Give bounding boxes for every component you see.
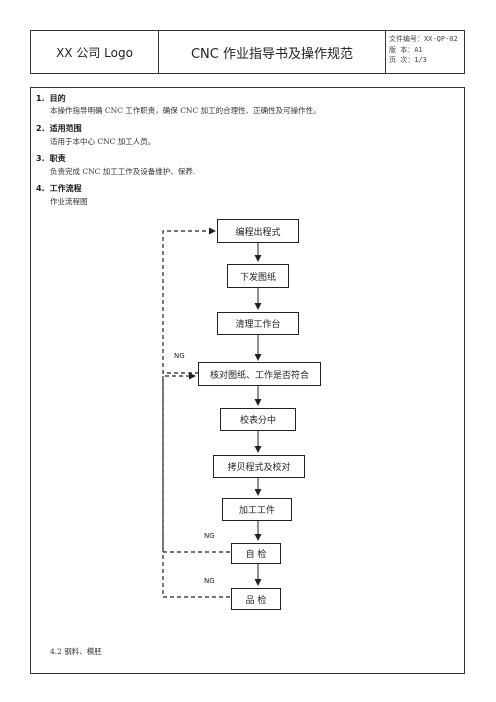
- flow-step-quality-check: 品 检: [231, 588, 281, 610]
- flow-step-issue-drawing: 下发图纸: [227, 264, 289, 288]
- section-duties-text: 负责完成 CNC 加工工作及设备维护、保养.: [50, 167, 196, 176]
- ng-loops: [162, 227, 230, 598]
- flow-step-self-check: 自 检: [231, 543, 281, 564]
- section-purpose-text: 本操作指导明确 CNC 工作职责，确保 CNC 加工的合理性、正确性及可操作性。: [50, 106, 321, 115]
- section-4-2-heading: 4.2 钢料、模胚: [50, 647, 102, 656]
- section-workflow-heading: 4.工作流程: [36, 184, 82, 193]
- section-scope-heading: 2.适用范围: [36, 124, 82, 133]
- flow-step-clean-table: 清理工作台: [217, 312, 299, 335]
- doc-version: 版 本：A1: [389, 45, 423, 54]
- section-workflow-text: 作业流程图: [50, 197, 88, 206]
- flow-step-machining: 加工工件: [222, 498, 292, 521]
- ng-label-selfcheck: NG: [204, 532, 215, 540]
- flow-step-copy-program: 拷贝程式及校对: [213, 455, 305, 478]
- content-frame: [30, 87, 465, 674]
- section-scope-text: 适用于本中心 CNC 加工人员。: [50, 137, 156, 146]
- document-title: CNC 作业指导书及操作规范: [159, 31, 386, 73]
- document-meta: 文件编号：XX-QP-02 版 本：A1 页 次：1/3: [386, 31, 464, 73]
- flow-step-check-drawing: 核对图纸、工作是否符合: [198, 362, 321, 386]
- doc-page: 页 次：1/3: [389, 56, 427, 64]
- ng-loop-top: [162, 227, 216, 374]
- document-header: XX 公司 Logo CNC 作业指导书及操作规范 文件编号：XX-QP-02 …: [30, 30, 465, 74]
- ng-label-top: NG: [174, 352, 185, 360]
- doc-number: 文件编号：XX-QP-02: [389, 35, 458, 43]
- company-logo: XX 公司 Logo: [31, 31, 159, 73]
- ng-loop-qc: [162, 376, 230, 598]
- flow-step-programming: 编程出程式: [217, 219, 299, 243]
- section-duties-heading: 3.职责: [36, 154, 66, 163]
- section-purpose-heading: 1.目的: [36, 94, 66, 103]
- ng-label-qc: NG: [204, 577, 215, 585]
- flow-step-centering: 校表分中: [220, 408, 296, 431]
